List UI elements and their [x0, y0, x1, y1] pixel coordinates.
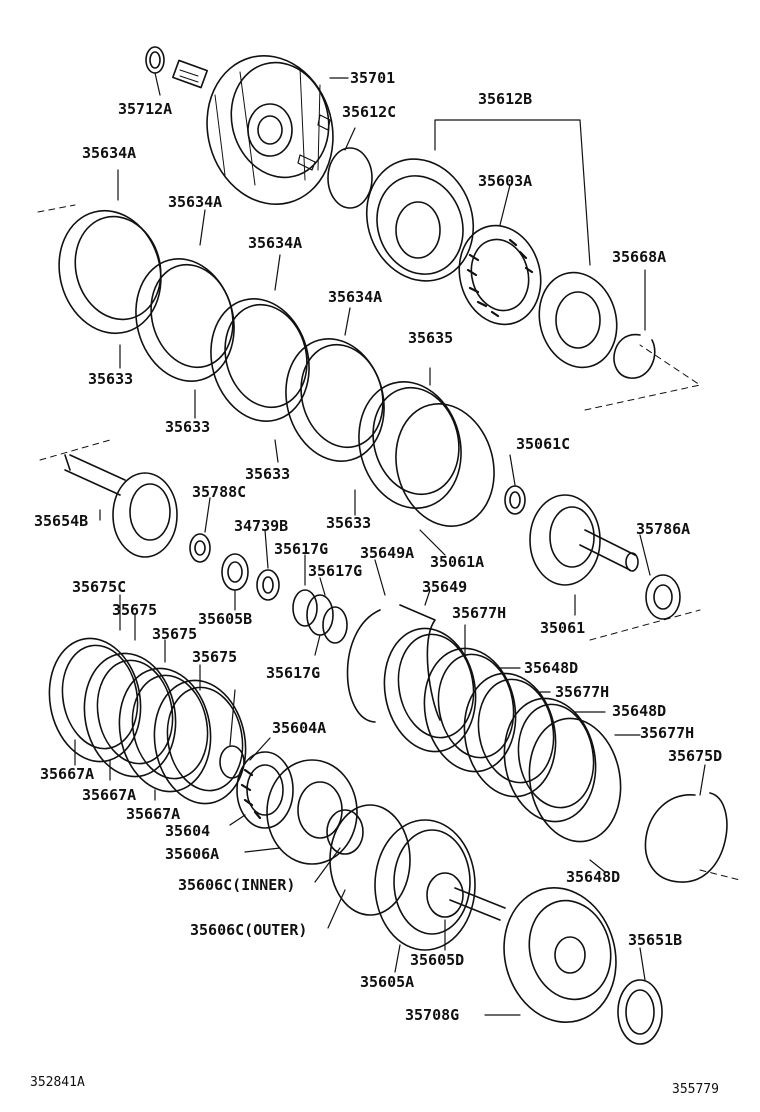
label-35612B: 35612B — [478, 90, 533, 108]
label-35634A-3: 35634A — [248, 234, 303, 252]
label-35648D-2: 35648D — [612, 702, 667, 720]
footer-code-right: 355779 — [672, 1082, 719, 1097]
label-35617G-1: 35617G — [274, 540, 329, 558]
snapring-35675D — [644, 792, 728, 883]
clutch-pack-upper — [58, 209, 495, 527]
label-35633-3: 35633 — [245, 465, 291, 483]
label-35633-1: 35633 — [88, 370, 134, 388]
label-35649A: 35649A — [360, 544, 415, 562]
piston-35612B — [365, 158, 475, 282]
oring-35606C-outer — [329, 804, 411, 916]
label-35668A: 35668A — [612, 248, 667, 266]
label-35633-2: 35633 — [165, 418, 211, 436]
label-35061A: 35061A — [430, 553, 485, 571]
label-35786A: 35786A — [636, 520, 691, 538]
label-35061: 35061 — [540, 619, 586, 637]
label-35634A-1: 35634A — [82, 144, 137, 162]
shaft-35654B — [64, 454, 178, 558]
label-35061C: 35061C — [516, 435, 571, 453]
label-35605A: 35605A — [360, 973, 415, 991]
label-35606A: 35606A — [165, 845, 220, 863]
label-34739B: 34739B — [234, 517, 289, 535]
ring-35061C — [504, 485, 526, 515]
bearing-35603A — [458, 224, 542, 326]
label-35648D-1: 35648D — [524, 659, 579, 677]
label-35651B: 35651B — [628, 931, 683, 949]
clutch-pack-lower-left — [48, 637, 247, 805]
label-35667A-3: 35667A — [126, 805, 181, 823]
snapring-35649A — [346, 609, 381, 723]
label-35675-3: 35675 — [192, 648, 238, 666]
shaft-35061 — [529, 494, 681, 620]
retainer-35603A — [538, 271, 618, 369]
oring-35606C-inner — [326, 809, 364, 855]
label-35677H-1: 35677H — [452, 604, 507, 622]
label-35648D-3: 35648D — [566, 868, 621, 886]
label-35605B: 35605B — [198, 610, 253, 628]
label-35675C: 35675C — [72, 578, 127, 596]
label-35606C-outer: 35606C(OUTER) — [190, 921, 308, 939]
label-35654B: 35654B — [34, 512, 89, 530]
label-35603A: 35603A — [478, 172, 533, 190]
drum-35708G — [449, 886, 617, 1024]
label-35617G-3: 35617G — [266, 664, 321, 682]
label-35708G: 35708G — [405, 1006, 460, 1024]
label-35617G-2: 35617G — [308, 562, 363, 580]
label-35712A: 35712A — [118, 100, 173, 118]
label-35605D: 35605D — [410, 951, 465, 969]
centerlines — [37, 204, 741, 881]
label-35667A-2: 35667A — [82, 786, 137, 804]
label-35701: 35701 — [350, 69, 396, 87]
label-35677H-2: 35677H — [555, 683, 610, 701]
clutch-pack-lower-right — [383, 627, 622, 843]
bearing-35604 — [219, 745, 294, 829]
label-35677H-3: 35677H — [640, 724, 695, 742]
label-35788C: 35788C — [192, 483, 247, 501]
oring-35612C — [327, 147, 373, 209]
spring-35649 — [399, 604, 441, 721]
label-35604: 35604 — [165, 822, 211, 840]
label-35667A-1: 35667A — [40, 765, 95, 783]
leader-lines — [74, 72, 706, 1016]
snapring-35668A — [613, 334, 656, 379]
label-35606C-inner: 35606C(INNER) — [178, 876, 296, 894]
bearing-35651B — [617, 979, 663, 1045]
label-35634A-2: 35634A — [168, 193, 223, 211]
label-35604A: 35604A — [272, 719, 327, 737]
footer-code-left: 352841A — [30, 1075, 85, 1090]
washers-middle — [189, 533, 348, 644]
drum-35701 — [172, 54, 334, 206]
label-35634A-4: 35634A — [328, 288, 383, 306]
label-35675-1: 35675 — [112, 601, 158, 619]
gear-35605A — [374, 819, 476, 951]
label-35649: 35649 — [422, 578, 468, 596]
ring-35712A — [145, 46, 165, 74]
label-35675-2: 35675 — [152, 625, 198, 643]
label-35675D: 35675D — [668, 747, 723, 765]
label-35612C: 35612C — [342, 103, 397, 121]
label-35635: 35635 — [408, 329, 454, 347]
label-35633-4: 35633 — [326, 514, 372, 532]
piston-35606A — [266, 759, 358, 865]
